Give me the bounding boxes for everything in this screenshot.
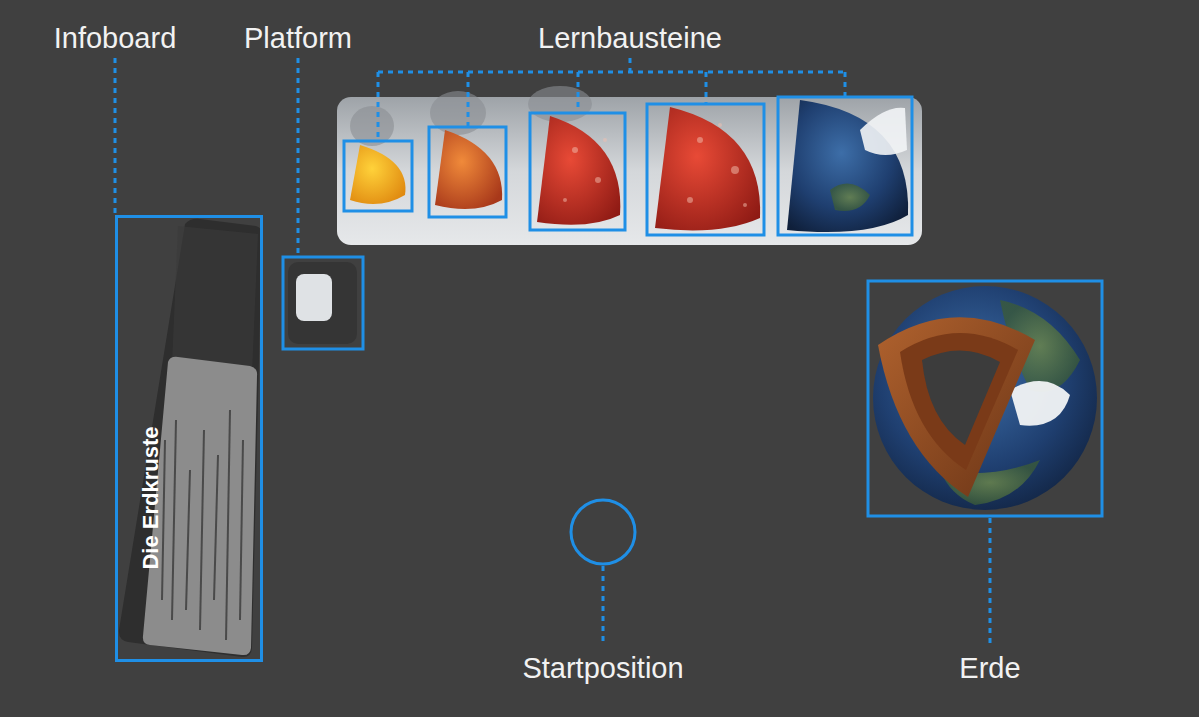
callout-label: Startposition [522,652,683,685]
infoboard-box: Die Erdkruste [115,215,263,662]
callout-label: Infoboard [54,22,177,55]
callout-label: Lernbausteine [538,22,722,55]
callout-label: Erde [959,652,1020,685]
callout-label: Platform [244,22,352,55]
board-title: Die Erdkruste [138,426,164,569]
